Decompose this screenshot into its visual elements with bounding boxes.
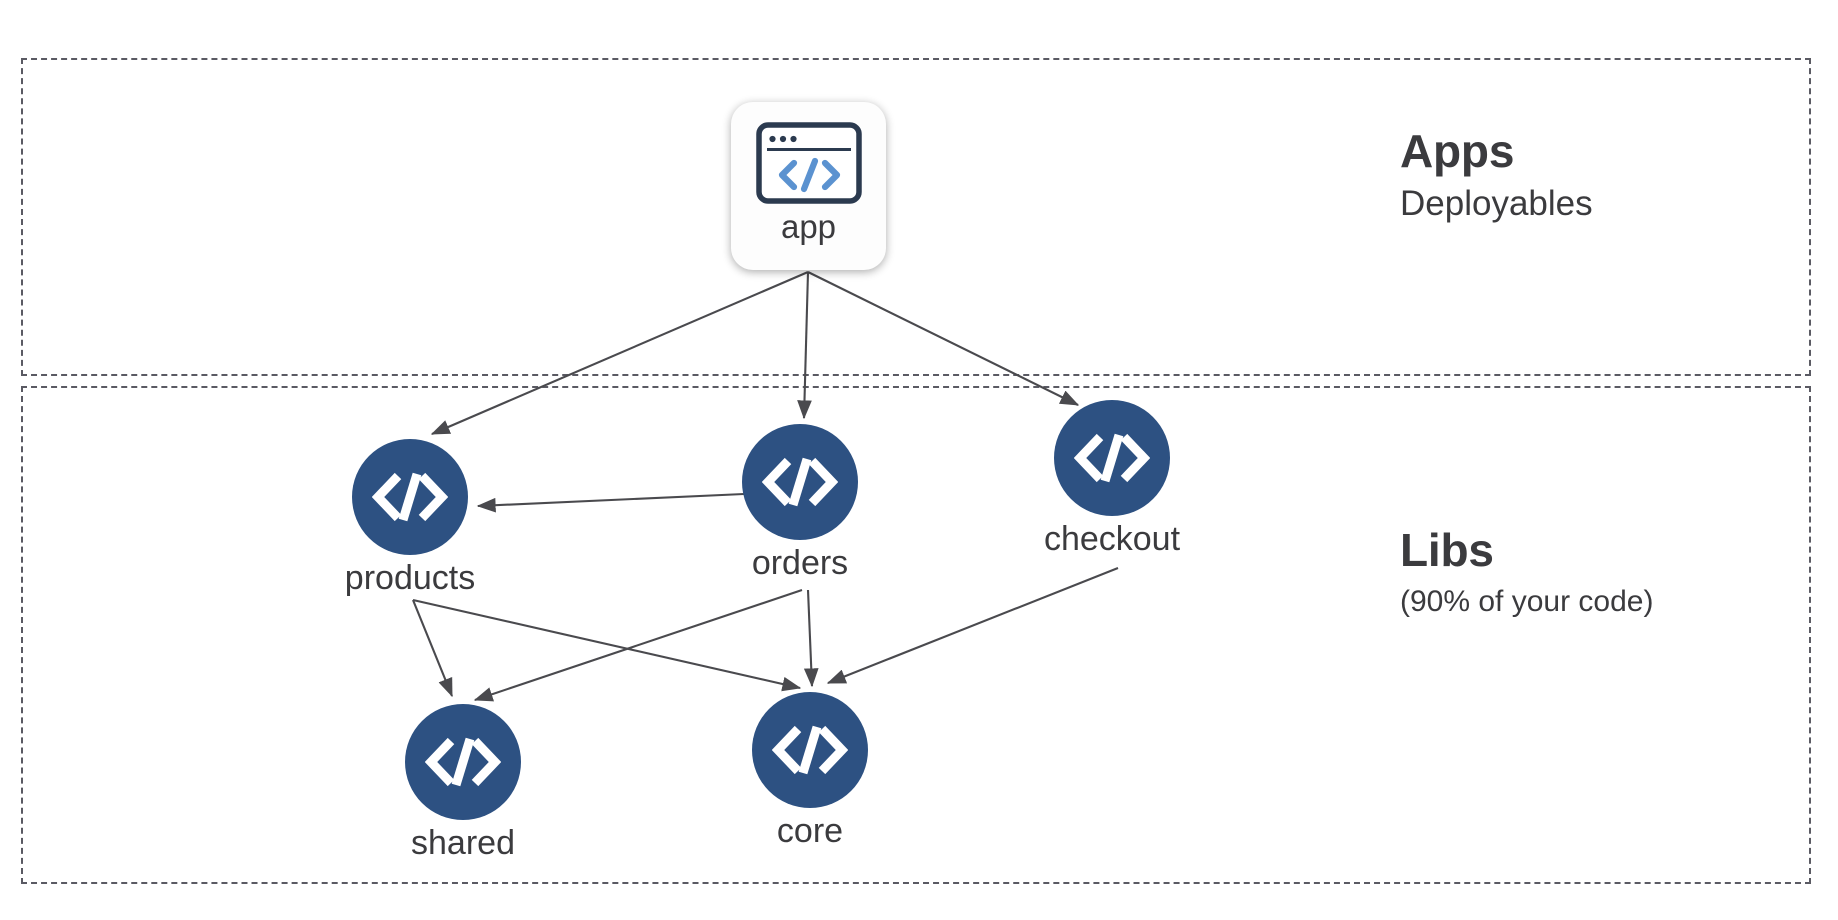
node-app[interactable]: app bbox=[731, 102, 886, 270]
zone-libs-title: Libs bbox=[1400, 524, 1494, 576]
node-checkout-label: checkout bbox=[1043, 520, 1181, 558]
node-products-label: products bbox=[344, 559, 476, 597]
browser-code-icon bbox=[755, 122, 862, 204]
zone-libs-subtitle: (90% of your code) bbox=[1400, 584, 1654, 618]
code-brackets-icon bbox=[762, 457, 838, 507]
node-orders[interactable]: orders bbox=[742, 424, 858, 580]
node-core-label: core bbox=[776, 812, 844, 850]
node-checkout-circle bbox=[1054, 400, 1170, 516]
zone-apps-title: Apps bbox=[1400, 125, 1515, 177]
node-core-circle bbox=[752, 692, 868, 808]
code-brackets-icon bbox=[372, 472, 448, 522]
zone-libs-caption: Libs (90% of your code) bbox=[1400, 524, 1653, 619]
node-core[interactable]: core bbox=[752, 692, 868, 848]
node-shared-label: shared bbox=[411, 824, 515, 862]
code-brackets-icon bbox=[425, 737, 501, 787]
node-shared-circle bbox=[405, 704, 521, 820]
node-products[interactable]: products bbox=[345, 439, 475, 595]
node-shared[interactable]: shared bbox=[405, 704, 521, 860]
node-app-label: app bbox=[780, 208, 837, 245]
node-checkout[interactable]: checkout bbox=[1044, 400, 1180, 556]
zone-libs bbox=[21, 386, 1811, 884]
zone-apps-caption: Apps Deployables bbox=[1400, 125, 1593, 224]
node-products-circle bbox=[352, 439, 468, 555]
zone-apps-subtitle: Deployables bbox=[1400, 183, 1593, 223]
code-brackets-icon bbox=[1074, 433, 1150, 483]
node-orders-circle bbox=[742, 424, 858, 540]
code-brackets-icon bbox=[772, 725, 848, 775]
node-orders-label: orders bbox=[751, 544, 849, 582]
